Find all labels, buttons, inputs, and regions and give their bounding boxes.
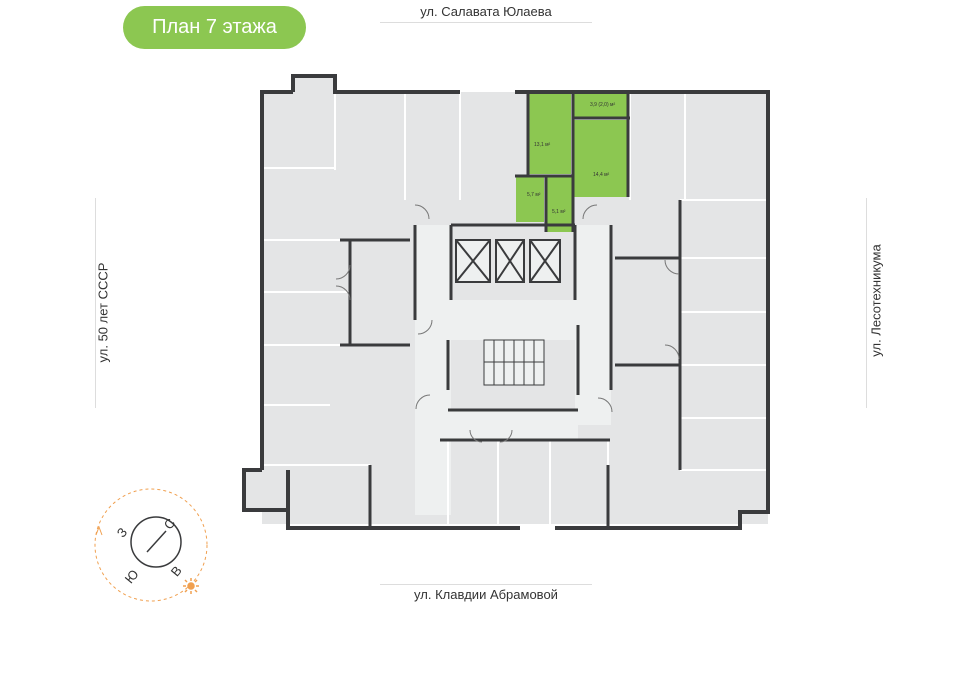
street-line-right <box>866 198 867 408</box>
walls <box>242 74 770 530</box>
area-label-kitchen: 13,1 м² <box>534 142 551 148</box>
street-label-top: ул. Салавата Юлаева <box>380 4 592 23</box>
area-labels: 13,1 м² 3,9 (2,0) м² 14,4 м² 5,7 м² 5,1 … <box>527 102 615 215</box>
compass: С З Ю В <box>94 488 208 602</box>
room-bathroom[interactable] <box>516 176 544 222</box>
corridors <box>415 225 611 515</box>
area-label-balcony: 3,9 (2,0) м² <box>590 102 615 108</box>
floor-title: План 7 этажа <box>123 6 306 49</box>
interior-walls <box>340 94 682 528</box>
elevator-shafts <box>455 239 561 283</box>
compass-west: З <box>114 525 131 541</box>
area-label-hallway: 5,1 м² <box>552 209 566 215</box>
room-bedroom[interactable] <box>573 120 628 197</box>
highlighted-apartment[interactable] <box>516 94 628 232</box>
room-kitchen-living[interactable] <box>527 94 571 174</box>
room-balcony[interactable] <box>573 94 628 118</box>
room-partitions <box>262 92 768 524</box>
sun-icon <box>183 578 199 594</box>
compass-east: В <box>168 563 185 579</box>
area-label-bedroom: 14,4 м² <box>593 172 610 178</box>
area-label-bathroom: 5,7 м² <box>527 192 541 198</box>
door-swings <box>335 204 680 443</box>
staircase <box>483 339 545 386</box>
street-label-bottom: ул. Клавдии Абрамовой <box>380 584 592 602</box>
compass-south: Ю <box>122 567 142 587</box>
street-line-left <box>95 198 96 408</box>
room-hallway[interactable] <box>546 176 573 232</box>
